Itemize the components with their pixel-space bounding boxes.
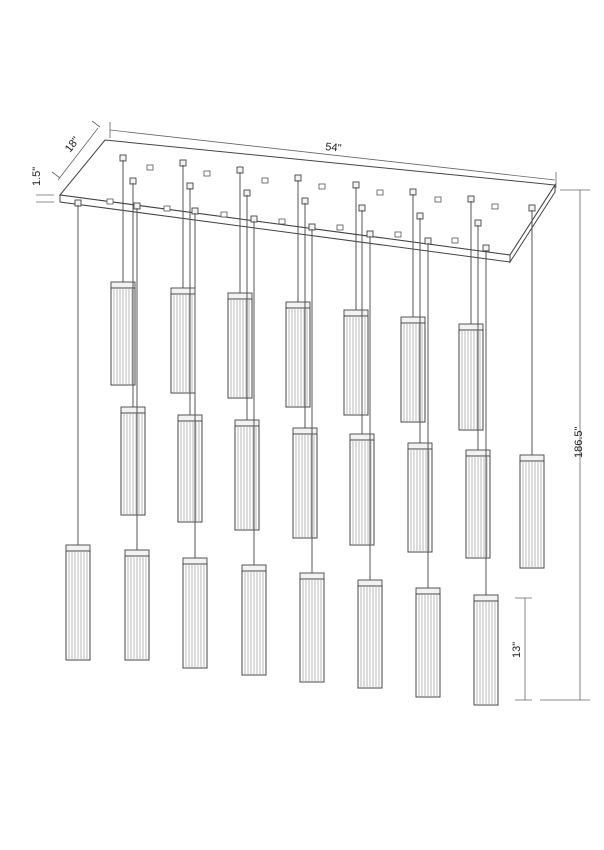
canopy-mount-square (106, 198, 114, 205)
pendant-light (357, 230, 383, 689)
pendant-light (241, 215, 267, 676)
pendant-light (177, 182, 203, 523)
canopy-mount-points (106, 164, 499, 244)
pendant-cap (458, 323, 484, 331)
pendant-light (400, 188, 426, 423)
width-label: 54" (325, 141, 342, 155)
pendant-cap (227, 292, 253, 300)
canopy-mount-square (376, 189, 384, 196)
pendant-cap (343, 309, 369, 317)
pendant-light (299, 223, 325, 683)
pendant-light (285, 174, 311, 408)
pendant-cap (182, 557, 208, 565)
pendant-light (65, 199, 91, 661)
pendant-cap (357, 579, 383, 587)
width-dimension: 54" (109, 122, 557, 188)
pendant-cap (415, 587, 441, 595)
pendant-cap (110, 281, 136, 289)
pendant-lights (65, 154, 545, 706)
overall-height-label: 186.5" (573, 426, 585, 458)
pendant-light (473, 244, 499, 706)
pendant-cap (170, 287, 196, 295)
pendant-light (227, 166, 253, 399)
pendant-cap (400, 316, 426, 324)
canopy-mount-square (318, 183, 326, 190)
canopy-mount-square (434, 196, 442, 203)
pendant-cap (519, 454, 545, 462)
shade-length-dimension: 13" (511, 597, 532, 701)
canopy-mount-square (163, 205, 171, 212)
shade-length-label: 13" (511, 642, 523, 658)
canopy-mount-square (491, 203, 499, 210)
pendant-cap (65, 544, 91, 552)
canopy-mount-square (451, 237, 459, 244)
canopy-mount-square (394, 231, 402, 238)
pendant-light (234, 189, 260, 531)
pendant-light (292, 197, 318, 539)
pendant-cap (241, 564, 267, 572)
pendant-cap (234, 419, 260, 427)
canopy-mount-square (220, 211, 228, 218)
pendant-cap (124, 549, 150, 557)
canopy-mount-square (336, 224, 344, 231)
pendant-light (120, 177, 146, 516)
pendant-light (170, 159, 196, 394)
pendant-light (519, 204, 545, 569)
pendant-cap (299, 572, 325, 580)
pendant-light (182, 207, 208, 669)
canopy-height-dimension: 1.5" (31, 167, 54, 203)
pendant-cap (285, 301, 311, 309)
pendant-light (415, 237, 441, 698)
pendant-light (124, 202, 150, 661)
canopy-mount-square (278, 218, 286, 225)
canopy-mount-square (203, 170, 211, 177)
pendant-cap (473, 594, 499, 602)
pendant-light (343, 181, 369, 416)
canopy-mount-square (261, 177, 269, 184)
pendant-light (110, 154, 136, 386)
overall-height-dimension: 186.5" (540, 189, 590, 701)
pendant-cap (292, 427, 318, 435)
canopy-mount-square (146, 164, 154, 171)
pendant-cap (177, 414, 203, 422)
pendant-light (458, 195, 484, 431)
pendant-cap (120, 406, 146, 414)
canopy-height-label: 1.5" (31, 167, 43, 186)
